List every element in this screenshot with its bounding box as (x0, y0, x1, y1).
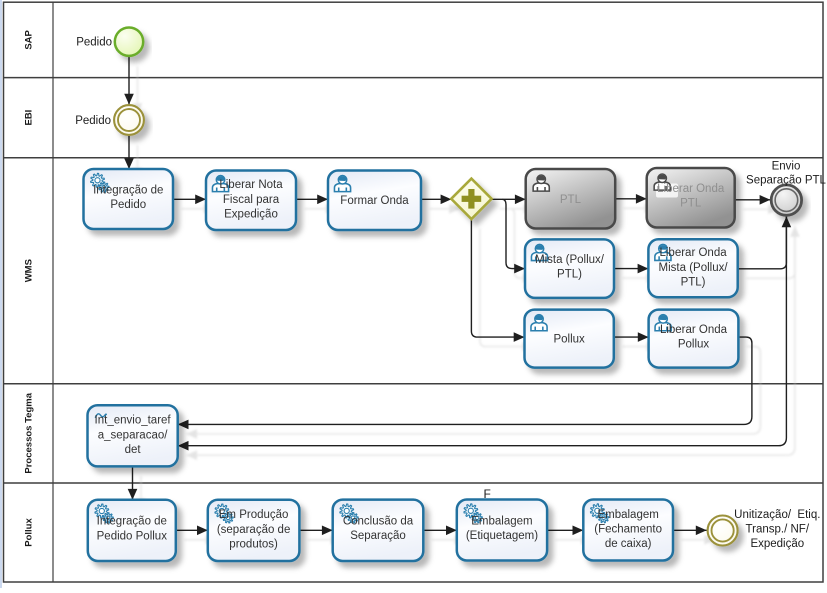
svg-text:Expedição: Expedição (750, 538, 804, 550)
svg-text:det: det (125, 444, 142, 456)
svg-text:(Etiquetagem): (Etiquetagem) (466, 530, 538, 542)
svg-text:Integração de: Integração de (93, 184, 163, 196)
svg-text:Pollux: Pollux (678, 339, 710, 351)
svg-text:F: F (484, 487, 491, 501)
svg-text:Embalagem: Embalagem (597, 509, 658, 521)
svg-text:PTL: PTL (560, 194, 582, 206)
svg-text:Envio: Envio (772, 160, 801, 172)
svg-text:Integração de: Integração de (97, 516, 167, 528)
svg-text:Embalagem: Embalagem (471, 515, 532, 527)
svg-text:EBI: EBI (24, 110, 35, 126)
svg-text:Transp./ NF/: Transp./ NF/ (746, 524, 810, 536)
svg-text:Pollux: Pollux (24, 518, 35, 547)
svg-text:Mista (Pollux/: Mista (Pollux/ (659, 262, 729, 274)
svg-text:Em Produção: Em Produção (219, 509, 289, 521)
svg-text:Pedido: Pedido (76, 37, 112, 49)
svg-text:Fiscal para: Fiscal para (223, 194, 280, 206)
svg-text:Formar Onda: Formar Onda (340, 195, 409, 207)
svg-text:Liberar Nota: Liberar Nota (219, 179, 283, 191)
svg-text:Mista (Pollux/: Mista (Pollux/ (535, 254, 605, 266)
svg-text:Processos Tegma: Processos Tegma (24, 392, 35, 473)
svg-text:Pedido: Pedido (110, 199, 146, 211)
svg-text:Pedido Pollux: Pedido Pollux (97, 530, 168, 542)
svg-text:Unitização/ Etiq.: Unitização/ Etiq. (734, 509, 820, 521)
svg-text:de caixa): de caixa) (605, 538, 652, 550)
svg-text:PTL: PTL (680, 198, 702, 210)
svg-text:produtos): produtos) (229, 539, 278, 551)
svg-text:PTL): PTL) (681, 276, 706, 288)
svg-text:Int_envio_taref: Int_envio_taref (95, 415, 172, 427)
svg-text:Expedição: Expedição (224, 208, 278, 220)
svg-text:Pollux: Pollux (553, 334, 585, 346)
svg-text:Separação PTL: Separação PTL (746, 175, 827, 187)
svg-text:WMS: WMS (24, 259, 35, 282)
svg-text:Conclusão da: Conclusão da (343, 516, 414, 528)
svg-text:SAP: SAP (24, 29, 35, 49)
svg-text:a_separacao/: a_separacao/ (98, 429, 168, 441)
svg-text:Liberar Onda: Liberar Onda (657, 183, 725, 195)
svg-text:Pedido: Pedido (75, 115, 111, 127)
svg-text:(Fechamento: (Fechamento (594, 524, 662, 536)
svg-text:(separação de: (separação de (217, 524, 291, 536)
svg-text:Liberar Onda: Liberar Onda (660, 324, 728, 336)
svg-text:PTL): PTL) (557, 269, 582, 281)
svg-text:Separação: Separação (350, 530, 406, 542)
svg-text:Liberar Onda: Liberar Onda (659, 247, 727, 259)
